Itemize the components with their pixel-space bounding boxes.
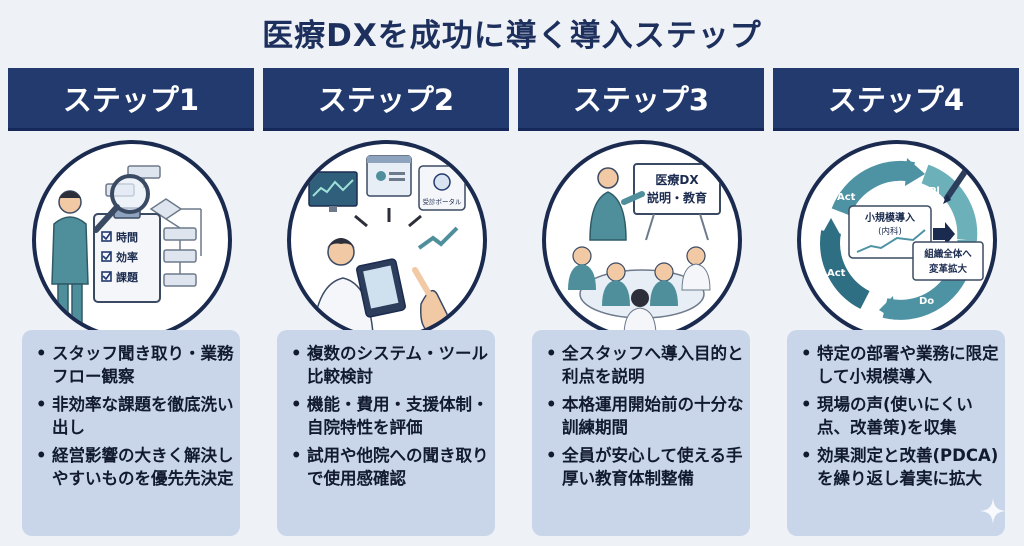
step-2-illustration: 受診ポータル (287, 140, 487, 340)
monitor-chart-icon (308, 171, 358, 212)
step-4-details: 特定の部署や業務に限定して小規模導入 現場の声(使いにくい点、改善策)を収集 効… (787, 330, 1005, 536)
step-2-header: ステップ2 (263, 68, 509, 131)
step-1-details: スタッフ聞き取り・業務フロー観察 非効率な課題を徹底洗い出し 経営影響の大きく解… (22, 330, 240, 536)
page-title: 医療DXを成功に導く導入ステップ (262, 18, 762, 54)
list-item: 効果測定と改善(PDCA)を繰り返し着実に拡大 (801, 444, 999, 490)
arrow-right-icon (933, 222, 955, 246)
whiteboard-icon: 医療DX 説明・教育 (633, 163, 721, 241)
attendee-group-icon (568, 246, 711, 336)
list-item: 全スタッフへ導入目的と利点を説明 (546, 342, 744, 388)
step-3-header: ステップ3 (518, 68, 764, 131)
step-4-illustration: Act Pl Act Do 小規模導入 (内科) 組織全体へ 変革拡大 (797, 140, 997, 340)
list-item: 現場の声(使いにくい点、改善策)を収集 (801, 393, 999, 439)
expansion-card: 組織全体へ 変革拡大 (912, 241, 984, 281)
list-item: 非効率な課題を徹底洗い出し (36, 393, 234, 439)
step-2-details: 複数のシステム・ツール比較検討 機能・費用・支援体制・自院特性を評価 試用や他院… (277, 330, 495, 536)
list-item: 機能・費用・支援体制・自院特性を評価 (291, 393, 489, 439)
center-card-title: 小規模導入 (864, 211, 915, 224)
magnifier-icon (93, 174, 150, 233)
board-title: 医療DX (655, 172, 699, 187)
browser-window-icon (366, 155, 412, 197)
list-item: 本格運用開始前の十分な訓練期間 (546, 393, 744, 439)
checklist-item: 効率 (116, 250, 138, 264)
analysis-illustration: 時間 効率 課題 (51, 165, 202, 325)
list-item: 特定の部署や業務に限定して小規模導入 (801, 342, 999, 388)
step-1-column: ステップ1 (8, 68, 254, 538)
step-1-header: ステップ1 (8, 68, 254, 131)
cycle-label-do: Do (919, 296, 934, 307)
step-3-details: 全スタッフへ導入目的と利点を説明 本格運用開始前の十分な訓練期間 全員が安心して… (532, 330, 750, 536)
small-scale-card: 小規模導入 (内科) (848, 205, 932, 259)
list-item: 試用や他院への聞き取りで使用感確認 (291, 444, 489, 490)
tablet-icon (356, 258, 406, 318)
sparkle-icon (980, 498, 1006, 524)
list-item: 複数のシステム・ツール比較検討 (291, 342, 489, 388)
checklist-item: 時間 (116, 230, 138, 244)
center-card-subtitle: (内科) (878, 226, 902, 237)
cycle-label-act: Act (827, 268, 846, 279)
step-1-illustration: 時間 効率 課題 (32, 140, 232, 340)
staff-person-icon (51, 190, 89, 325)
list-item: 全員が安心して使える手厚い教育体制整備 (546, 444, 744, 490)
system-comparison-illustration: 受診ポータル (308, 155, 466, 335)
cycle-label-plan: Pl (929, 186, 940, 197)
step-3-column: ステップ3 医療DX 説明・教育 (518, 68, 764, 538)
step-4-header: ステップ4 (773, 68, 1019, 131)
step-2-column: ステップ2 受診ポータル (263, 68, 509, 538)
cycle-label-act: Act (837, 192, 856, 203)
pdca-cycle-illustration: Act Pl Act Do 小規模導入 (内科) 組織全体へ 変革拡大 (820, 151, 984, 320)
list-item: スタッフ聞き取り・業務フロー観察 (36, 342, 234, 388)
expansion-card-line2: 変革拡大 (929, 263, 968, 275)
board-subtitle: 説明・教育 (647, 190, 707, 205)
training-session-illustration: 医療DX 説明・教育 (568, 163, 721, 336)
list-item: 経営影響の大きく解決しやすいものを優先先決定 (36, 444, 234, 490)
patient-portal-icon: 受診ポータル (418, 165, 466, 211)
presenter-person-icon (589, 167, 645, 241)
expansion-card-line1: 組織全体へ (924, 248, 972, 260)
checklist-item: 課題 (116, 270, 139, 284)
step-4-column: ステップ4 Act Pl Act Do (773, 68, 1019, 538)
step-3-illustration: 医療DX 説明・教育 (542, 140, 742, 340)
portal-label: 受診ポータル (423, 197, 463, 206)
